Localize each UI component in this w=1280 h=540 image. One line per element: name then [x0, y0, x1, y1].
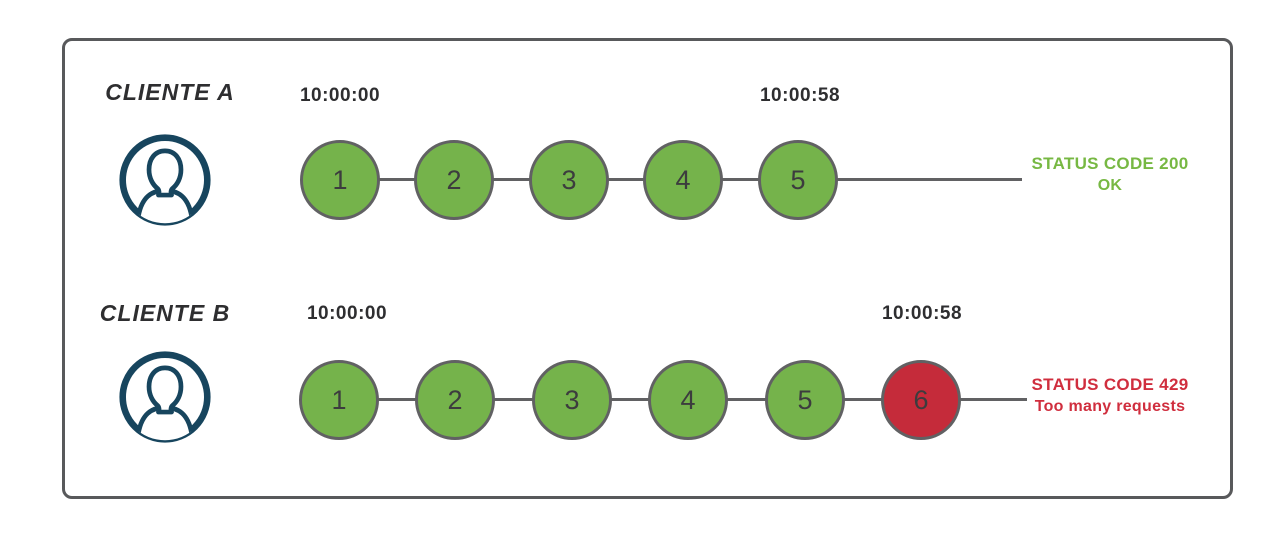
user-icon: [118, 133, 212, 227]
request-circle: 2: [414, 140, 494, 220]
row-b-start-timestamp: 10:00:00: [306, 303, 388, 324]
status-message-text: OK: [1097, 177, 1123, 194]
status-message-text: Too many requests: [1034, 398, 1186, 415]
request-circle: 1: [299, 360, 379, 440]
request-circle: 5: [765, 360, 845, 440]
request-circle: 1: [300, 140, 380, 220]
request-circle: 4: [648, 360, 728, 440]
row-a-status-label: STATUS CODE 200 OK: [1025, 153, 1195, 197]
request-circle: 5: [758, 140, 838, 220]
row-a-end-timestamp: 10:00:58: [759, 85, 841, 106]
diagram-panel: [62, 38, 1233, 499]
request-circle-rejected: 6: [881, 360, 961, 440]
request-circle: 3: [532, 360, 612, 440]
client-a-label: CLIENTE A: [105, 79, 235, 105]
row-a-start-timestamp: 10:00:00: [299, 85, 381, 106]
row-b-status-label: STATUS CODE 429 Too many requests: [1025, 374, 1195, 418]
request-circle: 2: [415, 360, 495, 440]
client-b-label: CLIENTE B: [99, 300, 231, 326]
request-circle: 3: [529, 140, 609, 220]
status-code-text: STATUS CODE 429: [1031, 375, 1189, 394]
status-code-text: STATUS CODE 200: [1031, 154, 1189, 173]
request-circle: 4: [643, 140, 723, 220]
user-icon: [118, 350, 212, 444]
row-b-end-timestamp: 10:00:58: [881, 303, 963, 324]
